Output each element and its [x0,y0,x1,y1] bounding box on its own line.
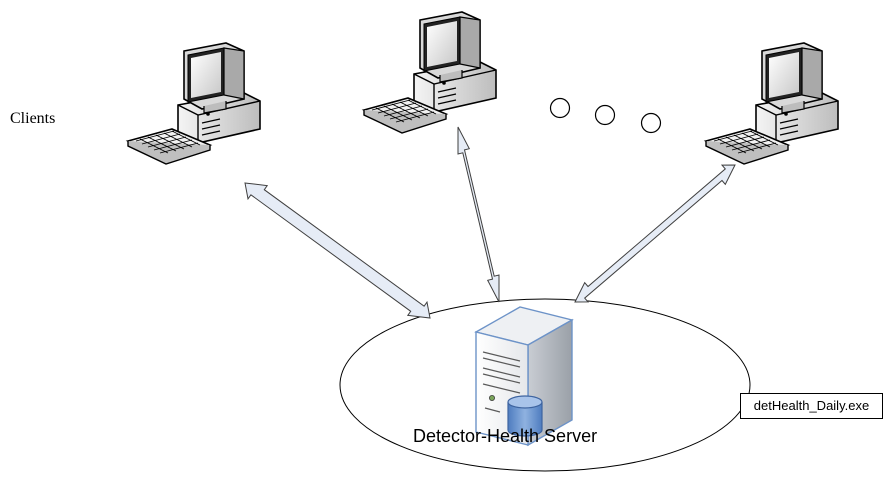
server-database-icon [474,306,574,447]
server-label: Detector-Health Server [413,426,598,446]
more-clients-dot [594,104,616,126]
clients-label: Clients [10,110,56,127]
more-clients-dot [549,97,571,119]
executable-label-box: detHealth_Daily.exe [740,393,883,419]
client-computer-icon [705,42,839,165]
bidirectional-arrow [244,182,431,319]
bidirectional-arrow [457,126,500,303]
client-computer-icon [127,42,261,165]
bidirectional-arrow [574,164,736,303]
client-computer-icon [363,11,497,134]
more-clients-dot [640,112,662,134]
